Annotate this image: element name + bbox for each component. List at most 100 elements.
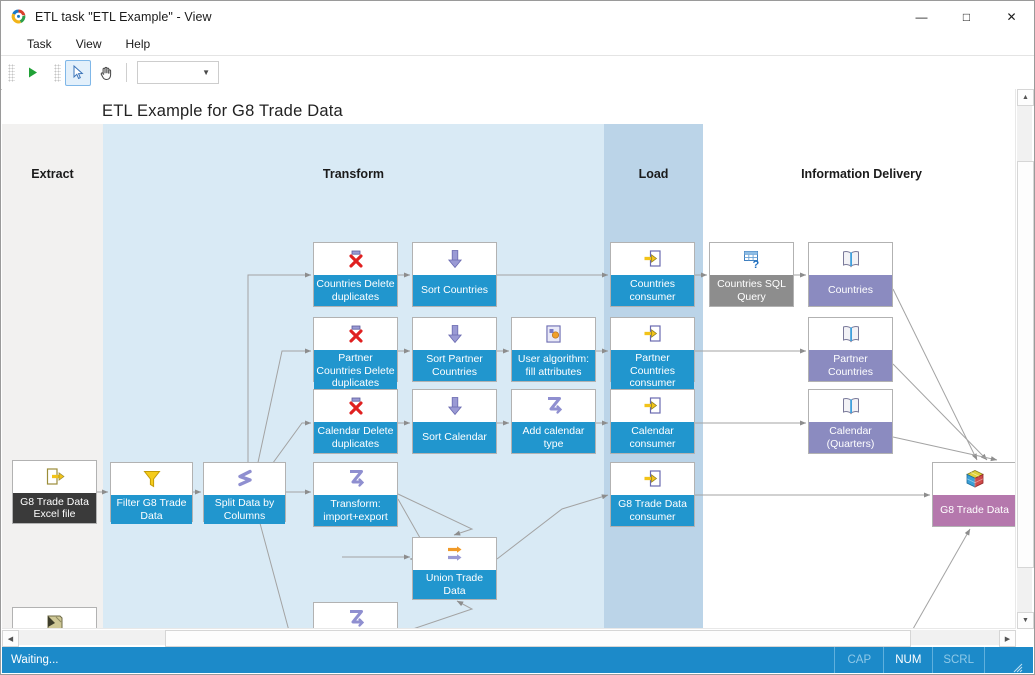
node-split[interactable]: Split Data by Columns <box>203 462 286 524</box>
status-bar: Waiting... CAP NUM SCRL <box>2 647 1033 673</box>
node-cdeldup[interactable]: Countries Delete duplicates <box>313 242 398 307</box>
horizontal-scrollbar[interactable]: ◀ ▶ <box>2 628 1016 647</box>
export-file-icon <box>13 461 96 493</box>
run-button[interactable] <box>19 60 45 86</box>
node-label: User algorithm: fill attributes <box>512 350 595 381</box>
node-g8cons[interactable]: G8 Trade Data consumer <box>610 462 695 527</box>
menu-item-help[interactable]: Help <box>113 34 162 54</box>
scroll-left-button[interactable]: ◀ <box>2 630 19 647</box>
toolbar-grip-1[interactable] <box>8 63 15 82</box>
swimlane-label: Load <box>638 167 669 181</box>
union-arrows-icon <box>413 538 496 570</box>
node-label: Transform: import+export <box>314 495 397 526</box>
transform-z-icon <box>512 390 595 422</box>
v-scroll-thumb[interactable] <box>1017 161 1034 568</box>
node-filter[interactable]: Filter G8 Trade Data <box>110 462 193 524</box>
title-bar: ETL task "ETL Example" - View — □ ✕ <box>1 1 1034 32</box>
close-button[interactable]: ✕ <box>1006 9 1017 24</box>
node-countries[interactable]: Countries <box>808 242 893 307</box>
node-label: Countries consumer <box>611 275 694 306</box>
scroll-right-button[interactable]: ▶ <box>999 630 1016 647</box>
node-label: Countries SQL Query <box>710 275 793 306</box>
h-scroll-thumb[interactable] <box>165 630 911 647</box>
node-useralgo[interactable]: User algorithm: fill attributes <box>511 317 596 382</box>
transform-z-icon <box>314 463 397 495</box>
transform-z-icon <box>314 603 397 629</box>
scroll-up-button[interactable]: ▲ <box>1017 89 1034 106</box>
node-label: Sort Calendar <box>413 422 496 453</box>
funnel-icon <box>111 463 192 495</box>
node-calcons[interactable]: Calendar consumer <box>610 389 695 454</box>
node-sqlquery[interactable]: ?Countries SQL Query <box>709 242 794 307</box>
menu-label-help: Help <box>125 36 151 51</box>
swimlane-extract: Extract <box>2 124 103 629</box>
chevron-down-icon: ▼ <box>202 68 210 77</box>
vertical-scrollbar[interactable]: ▲ ▼ <box>1015 89 1034 629</box>
user-algorithm-icon <box>512 318 595 350</box>
maximize-button[interactable]: □ <box>962 9 971 24</box>
cube-icon <box>933 463 1016 495</box>
node-timport[interactable]: Transform: import+export <box>313 462 398 527</box>
sql-table-icon: ? <box>710 243 793 275</box>
load-arrow-icon <box>611 243 694 275</box>
menu-item-task[interactable]: Task <box>15 34 64 54</box>
book-icon <box>809 318 892 350</box>
node-label: Add calendar type <box>512 422 595 453</box>
diagram-canvas-viewport[interactable]: Extract Transform Load Information Delivery… <box>2 89 1033 629</box>
node-sortpc[interactable]: Sort Partner Countries <box>412 317 497 382</box>
node-label: Split Data by Columns <box>204 495 285 524</box>
node-label: Partner Countries Delete duplicates <box>314 350 397 392</box>
zoom-combo[interactable]: ▼ <box>137 61 219 84</box>
window-title: ETL task "ETL Example" - View <box>35 9 212 24</box>
swimlane-label: Transform <box>322 167 385 181</box>
log-book-icon <box>13 608 96 629</box>
node-label: Countries <box>809 275 892 306</box>
status-badge-cap: CAP <box>834 647 883 673</box>
node-sortcal[interactable]: Sort Calendar <box>412 389 497 454</box>
scroll-down-button[interactable]: ▼ <box>1017 612 1034 629</box>
swimlane-label: Information Delivery <box>801 167 922 181</box>
sort-down-icon <box>413 318 496 350</box>
resize-grip[interactable] <box>984 647 1033 673</box>
node-etllog[interactable]: ETLLOG <box>12 607 97 629</box>
menu-label-task: Task <box>27 36 52 51</box>
node-pccons[interactable]: Partner Countries consumer <box>610 317 695 392</box>
toolbar: ▼ <box>1 56 1034 90</box>
delete-dup-icon <box>314 318 397 350</box>
node-ccons[interactable]: Countries consumer <box>610 242 695 307</box>
load-arrow-icon <box>611 390 694 422</box>
hand-icon <box>100 66 112 80</box>
node-g8cube[interactable]: G8 Trade Data <box>932 462 1017 527</box>
swimlane-label: Extract <box>31 167 74 181</box>
toolbar-grip-2[interactable] <box>54 63 61 82</box>
diagram-title: ETL Example for G8 Trade Data <box>102 102 343 120</box>
node-label: Sort Countries <box>413 275 496 306</box>
delete-dup-icon <box>314 390 397 422</box>
node-addcaltype[interactable]: Add calendar type <box>511 389 596 454</box>
node-label: G8 Trade Data <box>933 495 1016 526</box>
node-calquarters[interactable]: Calendar (Quarters) <box>808 389 893 454</box>
status-badge-scrl: SCRL <box>932 647 984 673</box>
node-sortc[interactable]: Sort Countries <box>412 242 497 307</box>
node-excel[interactable]: G8 Trade Data Excel file <box>12 460 97 524</box>
split-arrows-icon <box>204 463 285 495</box>
node-label: Partner Countries consumer <box>611 350 694 392</box>
node-tconvert[interactable]: Transform: convert Export from mln to bl… <box>313 602 398 629</box>
node-label: Union Trade Data <box>413 570 496 599</box>
select-tool-button[interactable] <box>65 59 91 86</box>
node-pcdeldup[interactable]: Partner Countries Delete duplicates <box>313 317 398 392</box>
cursor-arrow-icon <box>73 65 84 80</box>
node-label: Calendar (Quarters) <box>809 422 892 453</box>
pan-tool-button[interactable] <box>93 60 119 86</box>
node-caldeldup[interactable]: Calendar Delete duplicates <box>313 389 398 454</box>
node-label: Countries Delete duplicates <box>314 275 397 306</box>
menu-bar: Task View Help <box>1 32 1034 56</box>
node-partnerc[interactable]: Partner Countries <box>808 317 893 382</box>
play-icon <box>28 67 37 78</box>
minimize-button[interactable]: — <box>915 9 928 24</box>
toolbar-separator <box>126 63 127 82</box>
menu-item-view[interactable]: View <box>64 34 114 54</box>
node-label: Partner Countries <box>809 350 892 381</box>
node-union[interactable]: Union Trade Data <box>412 537 497 600</box>
